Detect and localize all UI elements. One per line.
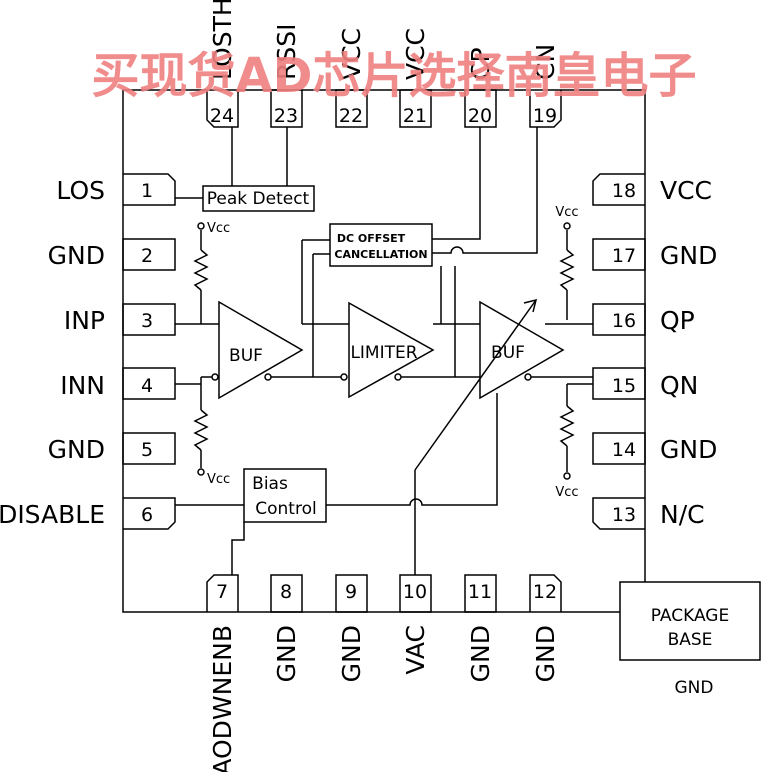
bias-label-2: Control [255, 499, 316, 519]
package-label-1: PACKAGE [651, 606, 729, 626]
input-resistor-top [193, 222, 209, 324]
pin-15-label: QN [660, 371, 698, 400]
output-resistor-top [559, 222, 575, 320]
limiter-label: LIMITER [350, 343, 417, 363]
pin-24-label: LOSTH [208, 0, 237, 80]
pin-22-number: 22 [339, 105, 363, 127]
pin-17-label: GND [660, 241, 717, 270]
pin-5-number: 5 [141, 439, 153, 461]
gain-arrow [414, 299, 537, 471]
pin-9-number: 9 [345, 581, 357, 603]
pin-22-label: VCC [337, 28, 366, 80]
pin-16-number: 16 [612, 310, 636, 332]
pin-14-number: 14 [612, 439, 636, 461]
pin-14-label: GND [660, 435, 717, 464]
pin-11-label: GND [466, 625, 495, 682]
pin-8-number: 8 [280, 581, 292, 603]
pin-11-number: 11 [468, 581, 492, 603]
pin-6-number: 6 [141, 504, 153, 526]
bias-label-1: Bias [252, 474, 288, 494]
vcc-label-out-bottom: Vcc [555, 485, 578, 500]
pin-23-label: RSSI [272, 24, 301, 80]
pin-7-number: 7 [216, 581, 228, 603]
pin-17-number: 17 [612, 245, 636, 267]
package-base [619, 581, 761, 661]
dc-offset-block [329, 223, 433, 267]
pin-19-label: CN [531, 44, 560, 80]
pin-20-label: CP [466, 47, 495, 80]
pin-3-label: INP [64, 306, 105, 335]
buf-out-label: BUF [491, 343, 525, 363]
pin-1-label: LOS [56, 176, 105, 205]
bottom-pin-boxes [206, 574, 562, 613]
left-pin-boxes [122, 173, 176, 530]
pin-13-label: N/C [660, 500, 705, 529]
pin-8-label: GND [272, 625, 301, 682]
bias-control-block [243, 468, 327, 523]
peak-detect-block [202, 185, 315, 212]
chip-body [122, 89, 646, 613]
pin-16-label: QP [660, 306, 695, 335]
vcc-label-out-top: Vcc [555, 205, 578, 220]
pin-13-number: 13 [612, 504, 636, 526]
pin-12-number: 12 [533, 581, 557, 603]
pin-7-label: AODWNENB [208, 625, 237, 772]
pin-6-label: DISABLE [0, 500, 105, 529]
pin-23-number: 23 [274, 105, 298, 127]
vcc-label-in-top: Vcc [207, 221, 230, 236]
pin-4-number: 4 [141, 375, 153, 397]
buf-in-label: BUF [229, 346, 263, 366]
watermark-text: 买现货AD芯片选择南皇电子 [92, 48, 697, 104]
pin-15-number: 15 [612, 375, 636, 397]
package-label-2: BASE [668, 630, 713, 650]
package-ground-label: GND [675, 678, 714, 698]
dc-offset-label-1: DC OFFSET [337, 232, 406, 245]
buf-in-triangle [218, 300, 304, 400]
dc-offset-label-2: CANCELLATION [334, 248, 427, 261]
pin-2-number: 2 [141, 245, 153, 267]
limiter-triangle [348, 301, 435, 399]
pin-18-number: 18 [612, 180, 636, 202]
buf-out-triangle [479, 300, 565, 400]
pin-5-label: GND [48, 435, 105, 464]
pin-12-label: GND [531, 625, 560, 682]
pin-4-label: INN [60, 371, 105, 400]
pin-10-number: 10 [403, 581, 427, 603]
input-resistor-bottom [193, 390, 209, 476]
pin-19-number: 19 [533, 105, 557, 127]
pin-10-label: VAC [401, 625, 430, 675]
peak-detect-label: Peak Detect [207, 189, 310, 209]
pin-21-number: 21 [403, 105, 427, 127]
pin-1-number: 1 [141, 180, 153, 202]
pin-18-label: VCC [660, 176, 712, 205]
output-resistor-bottom [559, 384, 575, 480]
pin-24-number: 24 [210, 105, 234, 127]
pin-21-label: VCC [401, 28, 430, 80]
vcc-label-in-bottom: Vcc [207, 472, 230, 487]
pin-2-label: GND [48, 241, 105, 270]
top-pin-boxes [206, 89, 562, 128]
pin-9-label: GND [337, 625, 366, 682]
right-pin-boxes [592, 173, 646, 530]
pin-20-number: 20 [468, 105, 492, 127]
pin-3-number: 3 [141, 310, 153, 332]
